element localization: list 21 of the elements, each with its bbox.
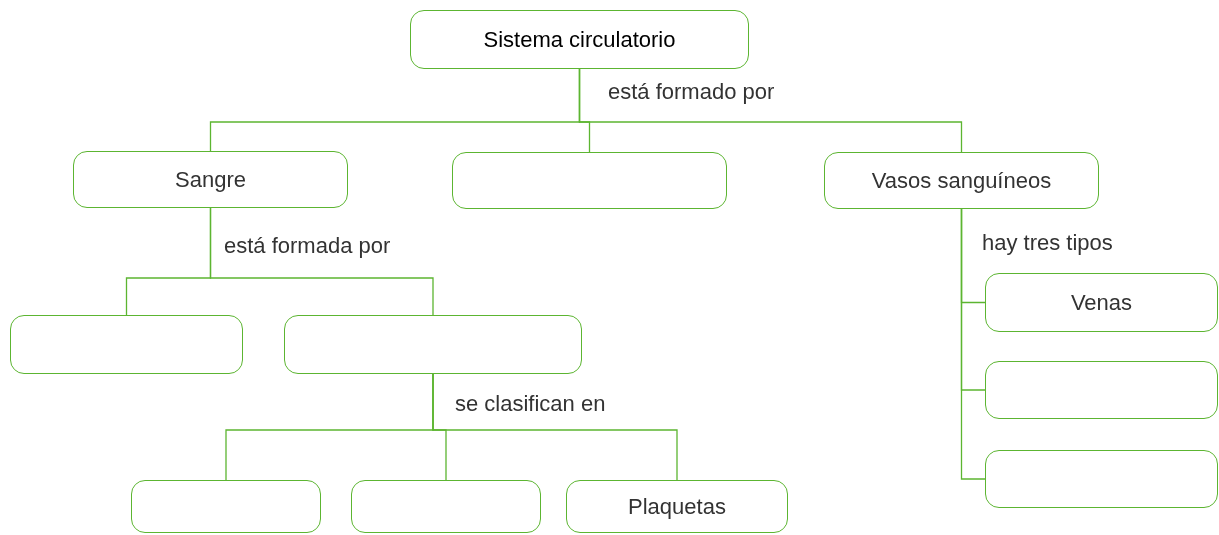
empty-box	[985, 450, 1218, 508]
node-text: Sangre	[175, 166, 246, 193]
node-text: Venas	[1070, 289, 1133, 316]
concept-box	[824, 152, 1099, 209]
empty-box	[351, 480, 541, 533]
connector-line	[578, 68, 963, 153]
connector-line	[209, 207, 434, 316]
concept-box	[566, 480, 788, 533]
node-text: Plaquetas	[628, 493, 726, 520]
empty-box	[10, 315, 243, 374]
concept-box	[410, 10, 749, 69]
connector-line	[960, 208, 986, 480]
concept-box	[73, 151, 348, 208]
empty-box	[452, 152, 727, 209]
connector-line	[432, 373, 678, 481]
node-text: Vasos sanguíneos	[871, 167, 1052, 194]
concept-box	[985, 273, 1218, 332]
node-text: Sistema circulatorio	[483, 26, 676, 53]
empty-box	[985, 361, 1218, 419]
empty-box	[284, 315, 582, 374]
empty-box	[131, 480, 321, 533]
